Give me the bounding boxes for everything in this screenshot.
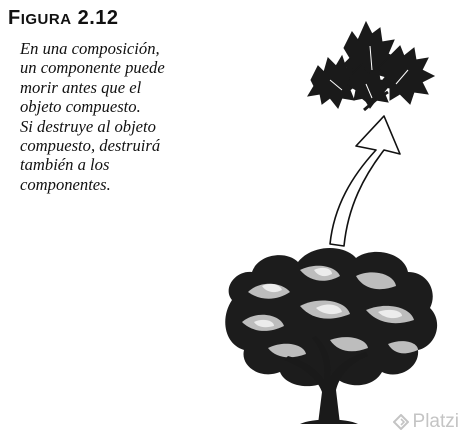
platzi-logo-icon <box>392 414 409 430</box>
tree-icon <box>225 247 438 424</box>
figure-label-rest: IGURA <box>20 11 72 28</box>
watermark-text: Platzi <box>412 411 459 432</box>
leaf-cluster-icon <box>307 20 436 112</box>
caption-line: morir antes que el <box>20 77 142 97</box>
caption-line: también a los <box>20 155 110 175</box>
caption-line: compuesto, destruirá <box>20 136 161 156</box>
caption-line: componentes. <box>20 174 111 194</box>
figure-title: FIGURA 2.12 <box>8 7 119 30</box>
curved-arrow-icon <box>329 115 401 247</box>
caption-line: un componente puede <box>20 58 165 78</box>
caption-line: objeto compuesto. <box>20 97 141 117</box>
platzi-watermark: Platzi <box>392 411 459 433</box>
caption-line: Si destruye al objeto <box>20 116 156 136</box>
caption-line: En una composición, <box>20 39 160 58</box>
figure-number: 2.12 <box>77 7 119 29</box>
figure-label-initial: F <box>8 7 21 29</box>
figure-caption: En una composición, un componente puede … <box>20 39 210 194</box>
